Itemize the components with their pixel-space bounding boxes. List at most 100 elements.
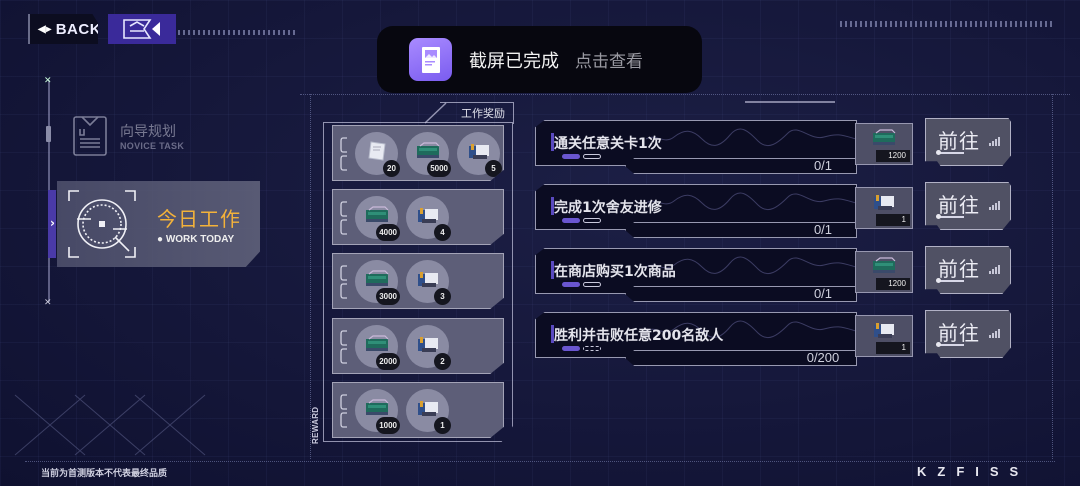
- reward-item[interactable]: 3: [406, 259, 451, 305]
- machine-part-icon: [870, 320, 898, 344]
- task-title: 胜利并击败任意200名敌人: [554, 328, 724, 344]
- rail-marker-icon: ✕: [44, 76, 52, 86]
- reward-side-label: REWARD: [311, 406, 320, 444]
- reward-item[interactable]: 2: [406, 324, 451, 370]
- signal-bars-icon: [989, 265, 1000, 274]
- task-progress-value: 0/200: [806, 350, 840, 365]
- task-progress-bar: [625, 350, 857, 366]
- decor-slope: [425, 102, 447, 124]
- reward-item[interactable]: 2000: [355, 324, 400, 370]
- reward-count: 2000: [376, 352, 400, 370]
- reward-item[interactable]: 20: [355, 131, 400, 177]
- task-reward-item[interactable]: 1: [855, 187, 913, 229]
- reward-count: 20: [383, 159, 400, 177]
- reward-count: 1: [434, 416, 451, 434]
- reward-item[interactable]: 5000: [406, 131, 451, 177]
- decor-ticks-top: [840, 21, 1054, 27]
- decor-line: [1052, 94, 1053, 459]
- active-indicator: [48, 190, 56, 258]
- bracket-decor: [340, 137, 347, 171]
- task-accent-bar: [551, 197, 554, 215]
- go-button[interactable]: 前往: [925, 310, 1011, 358]
- sidebar-item-work-today[interactable]: 今日工作 ● WORK TODAY: [57, 181, 260, 267]
- signal-bars-icon: [989, 201, 1000, 210]
- reward-count: 3000: [376, 287, 400, 305]
- reward-count: 2: [434, 352, 451, 370]
- task-accent-bar: [551, 133, 554, 151]
- machine-part-icon: [414, 269, 442, 293]
- sidebar-item-novice-task[interactable]: 向导规划 NOVICE TASK: [70, 110, 270, 162]
- bracket-decor: [340, 394, 347, 428]
- machine-part-icon: [414, 398, 442, 422]
- nav-title-active: 今日工作: [157, 207, 241, 231]
- task-stage-pills: [562, 346, 601, 351]
- toast-view-link[interactable]: 点击查看: [575, 52, 643, 72]
- rail-knob: [46, 126, 51, 142]
- reward-item[interactable]: 4: [406, 195, 451, 241]
- task-stage-pills: [562, 218, 601, 223]
- task-reward-item[interactable]: 1: [855, 315, 913, 357]
- machine-part-icon: [414, 334, 442, 358]
- back-button[interactable]: ◀▸ BACK: [28, 14, 98, 44]
- decor-ticks-header: [178, 30, 296, 35]
- go-underline-decor: [936, 278, 964, 283]
- go-button[interactable]: 前往: [925, 246, 1011, 294]
- circuit-board-icon: [870, 128, 898, 152]
- task-progress-value: 0/1: [813, 286, 833, 301]
- reward-count: 5: [485, 159, 502, 177]
- version-disclaimer: 当前为首测版本不代表最终品质: [41, 469, 168, 479]
- chevron-right-icon: ›: [50, 216, 55, 230]
- wave-decor: [646, 192, 856, 210]
- task-title: 在商店购买1次商品: [554, 264, 676, 280]
- screenshot-icon: [409, 38, 452, 81]
- go-button[interactable]: 前往: [925, 118, 1011, 166]
- circuit-board-icon: [414, 141, 442, 165]
- signal-bars-icon: [989, 137, 1000, 146]
- task-reward-count: 1200: [876, 278, 910, 290]
- task-stage-pills: [562, 154, 601, 159]
- screenshot-toast[interactable]: 截屏已完成 点击查看: [377, 26, 702, 93]
- reward-item[interactable]: 1000: [355, 388, 400, 434]
- bracket-decor: [340, 201, 347, 235]
- reward-tier-row: 20 5000 5: [332, 125, 504, 181]
- circuit-board-icon: [363, 334, 391, 358]
- reward-count: 5000: [427, 159, 451, 177]
- wave-decor: [646, 320, 856, 338]
- decor-line: [310, 94, 311, 459]
- reward-count: 1000: [376, 416, 400, 434]
- reward-tier-row: 1000 1: [332, 382, 504, 438]
- task-accent-bar: [551, 261, 554, 279]
- task-reward-count: 1: [876, 214, 910, 226]
- reward-count: 4: [434, 223, 451, 241]
- go-underline-decor: [936, 150, 964, 155]
- go-underline-decor: [936, 342, 964, 347]
- back-arrow-icon: ◀▸: [38, 23, 52, 35]
- task-title: 完成1次舍友进修: [554, 200, 662, 216]
- task-row: 胜利并击败任意200名敌人 0/200 1: [535, 312, 913, 366]
- machine-part-icon: [465, 141, 493, 165]
- reward-tier-row: 3000 3: [332, 253, 504, 309]
- reward-item[interactable]: 5: [457, 131, 502, 177]
- bracket-decor: [340, 265, 347, 299]
- brand-logo: KZFISS: [917, 464, 1030, 479]
- document-item-icon: [363, 141, 391, 165]
- task-reward-item[interactable]: 1200: [855, 251, 913, 293]
- reward-tier-row: 4000 4: [332, 189, 504, 245]
- circuit-board-icon: [870, 256, 898, 280]
- circuit-board-icon: [363, 398, 391, 422]
- reward-item[interactable]: 3000: [355, 259, 400, 305]
- bracket-decor: [340, 330, 347, 364]
- reward-count: 4000: [376, 223, 400, 241]
- task-row: 完成1次舍友进修 0/1 1: [535, 184, 913, 238]
- task-reward-item[interactable]: 1200: [855, 123, 913, 165]
- circuit-board-icon: [363, 269, 391, 293]
- reward-item[interactable]: 1: [406, 388, 451, 434]
- task-progress-value: 0/1: [813, 222, 833, 237]
- go-button[interactable]: 前往: [925, 182, 1011, 230]
- reward-item[interactable]: 4000: [355, 195, 400, 241]
- circuit-board-icon: [363, 205, 391, 229]
- task-row: 在商店购买1次商品 0/1 1200: [535, 248, 913, 302]
- machine-part-icon: [870, 192, 898, 216]
- x-pattern-decor: [14, 394, 206, 456]
